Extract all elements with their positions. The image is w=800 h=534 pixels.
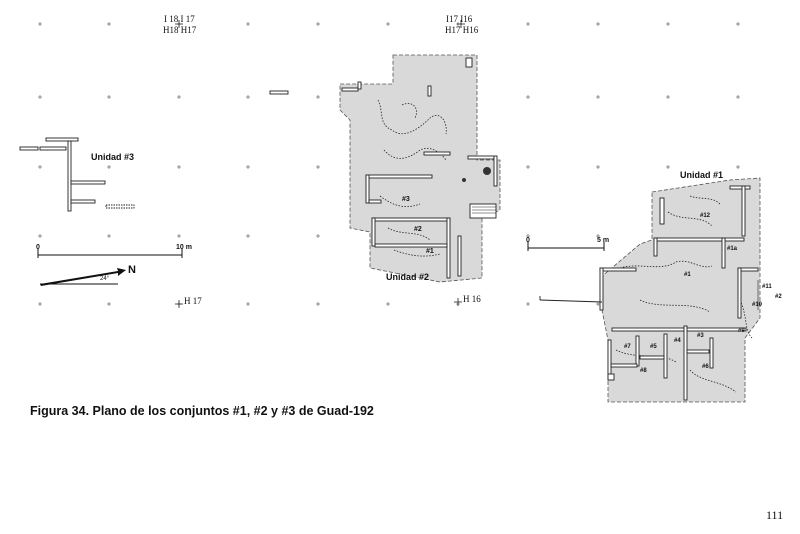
grid-label-h18-h17: H18 H17 xyxy=(163,25,197,35)
u1-room-10: #10 xyxy=(752,302,763,308)
u2-room-3: #3 xyxy=(402,196,410,203)
u1-room-7: #7 xyxy=(624,344,631,350)
north-angle: 24° xyxy=(100,276,110,282)
reference-crosses xyxy=(175,20,465,308)
unidad-2-label: Unidad #2 xyxy=(386,272,430,282)
u1-room-1: #1 xyxy=(684,272,691,278)
unidad-1-label: Unidad #1 xyxy=(680,170,724,180)
u1-room-6: #6 xyxy=(702,364,709,370)
unidad-1-plan xyxy=(599,177,761,403)
u1-room-11: #11 xyxy=(762,284,772,290)
unidad-3-label: Unidad #3 xyxy=(91,152,135,162)
u1-room-3: #3 xyxy=(697,333,704,339)
page-number: 111 xyxy=(766,508,784,522)
u1-room-1a: #1a xyxy=(727,246,738,252)
grid-label-h17-h16: H17 H16 xyxy=(445,25,479,35)
u1-room-4: #4 xyxy=(674,338,681,344)
scale-5m-start: 0 xyxy=(526,237,530,244)
grid-label-h16: H 16 xyxy=(463,294,481,304)
unidad-3-walls xyxy=(19,137,135,212)
u1-room-8: #8 xyxy=(640,368,647,374)
grid-label-i17-i16: I17 I16 xyxy=(446,14,473,24)
scale-10m-end: 10 m xyxy=(176,244,192,251)
scale-5m-end: 5 m xyxy=(597,237,610,244)
figure-caption: Figura 34. Plano de los conjuntos #1, #2… xyxy=(30,404,374,418)
wall-fragment xyxy=(269,90,289,95)
north-label: N xyxy=(128,264,136,276)
wall-fragments-u1 xyxy=(539,296,603,303)
u1-room-2: #2 xyxy=(775,294,782,300)
scale-10m-start: 0 xyxy=(36,244,40,251)
unidad-2-plan xyxy=(339,54,501,283)
scale-bar-10m xyxy=(37,249,183,258)
grid-label-h17: H 17 xyxy=(184,296,202,306)
grid-label-i18-i17: I 18 I 17 xyxy=(164,14,195,24)
u1-room-9: #9 xyxy=(738,328,745,334)
u2-room-2: #2 xyxy=(414,226,422,233)
scale-bar-5m xyxy=(527,242,605,251)
u1-room-12: #12 xyxy=(700,213,711,219)
u1-room-5: #5 xyxy=(650,344,657,350)
north-arrow xyxy=(40,268,126,286)
grid-markers xyxy=(38,22,740,306)
u2-room-1: #1 xyxy=(426,248,434,255)
